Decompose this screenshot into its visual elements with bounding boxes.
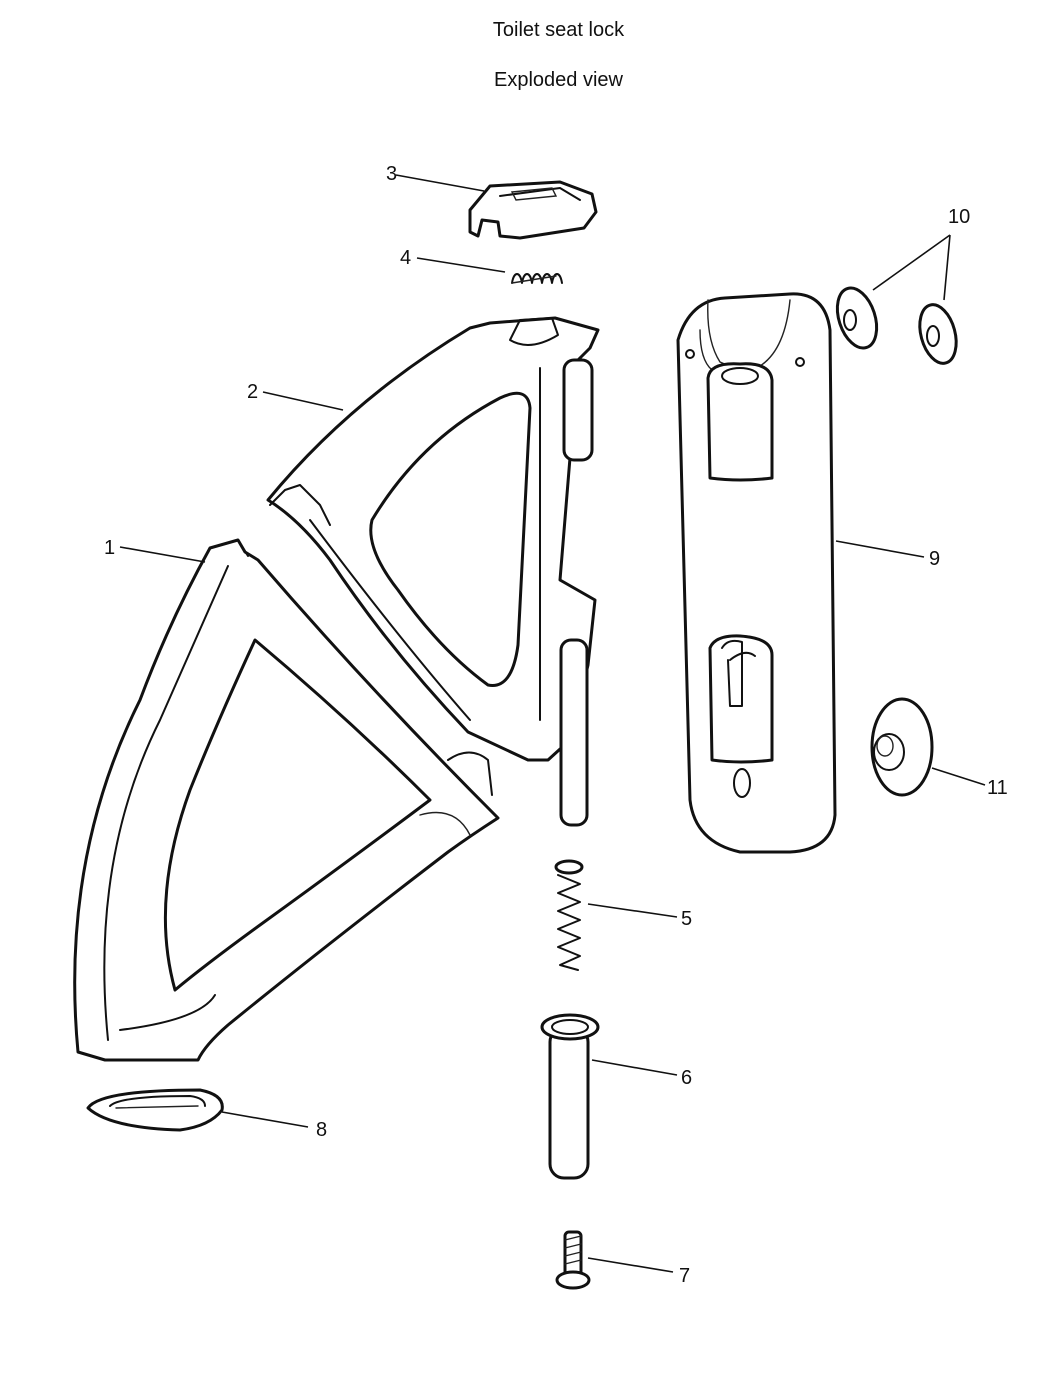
callout-11: 11 (987, 777, 1008, 799)
callout-6: 6 (681, 1067, 692, 1089)
part-2-upper-arm (266, 316, 600, 827)
callout-10: 10 (948, 206, 970, 228)
part-4-small-spring (511, 273, 563, 284)
callout-3: 3 (386, 163, 397, 185)
part-3-cap (468, 180, 598, 240)
callout-labels: 1 2 3 4 5 6 7 8 9 10 11 (104, 163, 1008, 1287)
callout-7: 7 (679, 1265, 690, 1287)
callout-8: 8 (316, 1119, 327, 1141)
leader-lines (119, 174, 986, 1273)
callout-1: 1 (104, 537, 115, 559)
callout-4: 4 (400, 247, 411, 269)
part-7-screw (555, 1230, 591, 1290)
part-8-foot-pad (86, 1088, 224, 1132)
callout-2: 2 (247, 381, 258, 403)
callout-9: 9 (929, 548, 940, 570)
part-5-spring (554, 859, 584, 971)
part-9-wall-plate (676, 292, 837, 854)
part-11-bumper (870, 697, 934, 797)
callout-5: 5 (681, 908, 692, 930)
part-6-sleeve (540, 1013, 600, 1180)
part-10-caps (835, 286, 958, 365)
diagram-title: Toilet seat lock (492, 19, 625, 41)
part-1-lower-arm (73, 538, 500, 1062)
diagram-subtitle: Exploded view (494, 69, 623, 91)
